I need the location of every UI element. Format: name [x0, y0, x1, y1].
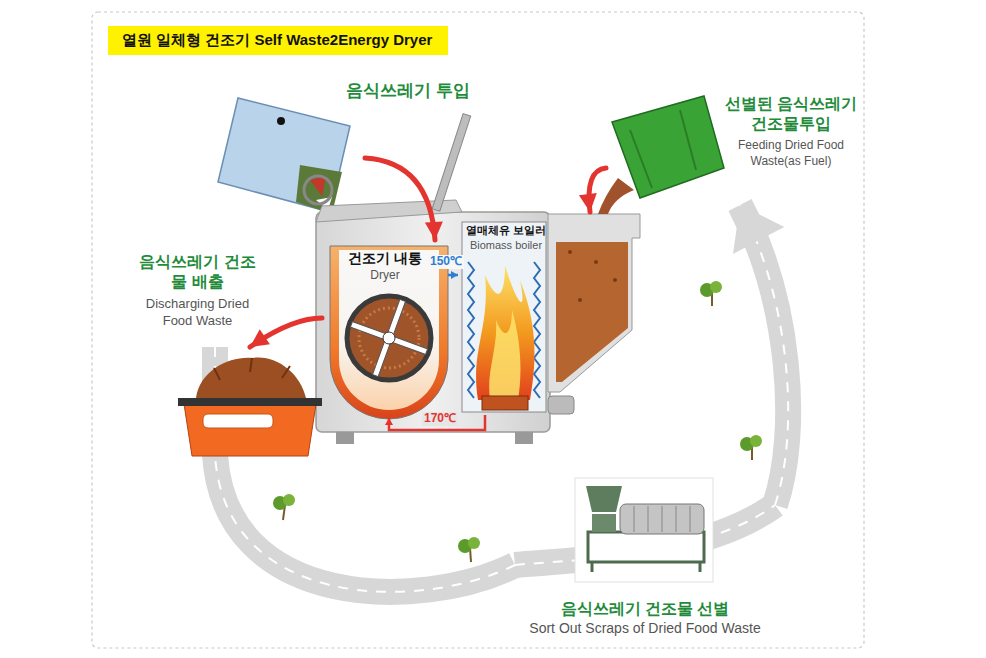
flow-arrow: [579, 168, 606, 212]
arrow-head: [579, 193, 597, 212]
tree: [740, 435, 762, 460]
tree: [273, 494, 295, 520]
sorter-motor: [592, 514, 616, 532]
drum-stripe: [662, 506, 663, 532]
bag-body: [612, 96, 724, 198]
sorter-picture: [575, 478, 713, 582]
step-label: 음식쓰레기 건조물 배출: [135, 252, 260, 292]
road-center-line: [740, 205, 788, 505]
step-label: 음식쓰레기 건조물 선별: [515, 599, 775, 619]
dryer-machine: [316, 114, 640, 444]
tree-crown: [750, 435, 762, 447]
step-label: 음식쓰레기 투입: [232, 80, 478, 101]
part-name: 열매체유 보일러: [462, 224, 550, 238]
temperature-label: 150℃: [428, 255, 464, 269]
edge-label: 170℃: [422, 412, 458, 426]
title-text: 열원 일체형 건조기 Self Waste2Energy Dryer: [108, 26, 448, 55]
outer-frame: [92, 12, 864, 648]
hopper-fuel: [556, 242, 628, 382]
inner-flame: [489, 310, 520, 400]
heap-fiber: [250, 358, 252, 372]
arrow-head: [451, 271, 458, 279]
feed-motor: [548, 396, 574, 414]
part-name-en: Dryer: [322, 268, 448, 284]
heap-fiber: [214, 368, 220, 380]
boiler-box: 열매체유 보일러Biomass boiler: [458, 212, 642, 415]
drum-waste-fiber: [359, 308, 419, 368]
drum-stripe: [690, 506, 691, 532]
bucket-dot: [277, 117, 285, 125]
tree: [458, 537, 480, 562]
tree-crown: [283, 494, 295, 506]
drum-stripe: [676, 506, 677, 532]
flow-arrow: [250, 318, 322, 347]
step-label-en: Feeding Dried Food Waste(as Fuel): [720, 138, 862, 169]
drum-waste: [347, 296, 431, 380]
bin-handle: [203, 414, 273, 428]
drum-stripe: [648, 506, 649, 532]
sorter-group: 음식쓰레기 건조물 선별Sort Out Scraps of Dried Foo…: [515, 478, 775, 643]
picture-frame: [575, 478, 713, 582]
arrow-head: [250, 329, 270, 347]
step-label: 선별된 음식쓰레기 건조물투입: [720, 94, 862, 134]
sorter-hopper: [586, 486, 622, 512]
bag-crease: [630, 130, 652, 188]
burner: [482, 396, 528, 410]
machine-housing: [316, 212, 550, 432]
road-body: [740, 205, 788, 505]
oil-coil: [468, 262, 474, 398]
road-connector: [733, 205, 788, 505]
heap-fiber: [282, 366, 290, 378]
step-label-en: Sort Out Scraps of Dried Food Waste: [515, 619, 775, 637]
arrow-head: [733, 205, 784, 254]
input-group: 음식쓰레기 투입: [232, 78, 478, 158]
bag-crease: [680, 110, 696, 170]
oil-coil: [534, 262, 540, 398]
sorter-drum: [620, 504, 704, 534]
discharge-group: 음식쓰레기 건조물 배출 Discharging Dried Food Waste: [135, 252, 260, 347]
bin-body: [184, 404, 316, 456]
fuel-grain: [613, 278, 617, 282]
arrow-head: [385, 418, 393, 425]
fuel-bag: [598, 96, 724, 214]
feed-group: 선별된 음식쓰레기 건조물투입 Feeding Dried Food Waste(…: [606, 88, 862, 205]
arrow-line: [250, 318, 322, 347]
arrow-head: [425, 221, 443, 240]
title-bar: 열원 일체형 건조기 Self Waste2Energy Dryer: [108, 26, 448, 55]
dried-waste-heap: [196, 357, 306, 398]
fuel-grain: [568, 250, 572, 254]
flow-arrow: [448, 271, 458, 279]
tree: [700, 281, 722, 306]
grinder: [304, 176, 332, 204]
flow-arrow: [365, 158, 443, 240]
bin-rim: [178, 398, 322, 406]
bucket-body: [218, 98, 350, 212]
sorter-leg: [591, 562, 594, 572]
tree-crown: [468, 537, 480, 549]
waste-bucket: [218, 98, 350, 214]
fuel-hopper: [548, 214, 640, 392]
temperature-label: 170℃: [422, 412, 458, 426]
sorter-leg: [699, 562, 702, 572]
tree-crown: [710, 281, 722, 293]
part-name-en: Biomass boiler: [462, 238, 550, 252]
intake-lid: [432, 114, 471, 212]
arrow-line: [365, 158, 435, 240]
sorter-frame: [588, 532, 704, 562]
fuel-grain: [594, 260, 598, 264]
mixer-hub: [383, 332, 395, 344]
boiler-flame: [476, 265, 534, 400]
waste-bit: [310, 176, 326, 196]
discharge-bin: [178, 357, 322, 456]
drum-stripe: [634, 506, 635, 532]
edge-label: 150℃: [428, 255, 464, 269]
falling-fuel: [598, 178, 634, 214]
fuel-grain: [578, 298, 582, 302]
step-label-en: Discharging Dried Food Waste: [135, 296, 260, 330]
